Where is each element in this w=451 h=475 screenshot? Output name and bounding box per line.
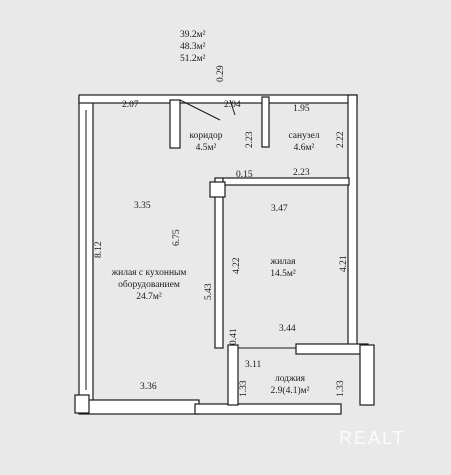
bathroom-wall (261, 96, 270, 148)
bottom-outer-wall (78, 399, 200, 415)
dim-3-47: 3.47 (271, 204, 288, 214)
dim-2-23-bottom: 2.23 (293, 168, 310, 178)
dim-2-22: 2.22 (336, 131, 346, 148)
corner-nib (74, 394, 90, 414)
dim-5-43: 5.43 (204, 283, 214, 300)
loggia-right-wall (359, 344, 375, 406)
room-bedroom-name: жилая (270, 257, 296, 267)
room-corridor-name: коридор (189, 131, 223, 141)
partition-wall (214, 177, 224, 349)
room-bedroom-area: 14.5м² (270, 269, 296, 279)
loggia-bottom-wall (194, 403, 342, 415)
room-loggia-name: лоджия (274, 374, 306, 384)
dim-1-33-left: 1.33 (239, 380, 249, 397)
room-loggia-area: 2.9(4.1)м² (270, 386, 310, 396)
room-kitchen-name-line2: оборудованием (118, 280, 180, 290)
right-outer-wall (347, 94, 358, 346)
dim-3-36: 3.36 (140, 382, 157, 392)
dim-4-21: 4.21 (339, 255, 349, 272)
total-area: 48.3м² (180, 42, 206, 52)
room-corridor-area: 4.5м² (195, 143, 217, 153)
dim-1-95: 1.95 (293, 104, 310, 114)
dim-3-11: 3.11 (245, 360, 262, 370)
total-area-with-loggia: 51.2м² (180, 54, 206, 64)
dim-0-15: 0.15 (236, 170, 253, 180)
loggia-wall-top (295, 343, 369, 355)
door-line (229, 99, 236, 116)
dim-8-12: 8.12 (94, 241, 104, 258)
dim-3-35: 3.35 (134, 201, 151, 211)
room-kitchen-area: 24.7м² (136, 292, 162, 302)
living-area: 39.2м² (180, 30, 206, 40)
loggia-left-wall (227, 344, 239, 406)
realt-watermark: REALT (339, 428, 406, 448)
corridor-line (179, 99, 221, 121)
dim-3-44: 3.44 (279, 324, 296, 334)
room-bathroom-area: 4.6м² (293, 143, 315, 153)
dim-1-33-right: 1.33 (336, 380, 346, 397)
ventilation-shaft (209, 181, 226, 198)
dim-0-41: 0.41 (229, 328, 239, 345)
room-bathroom-name: санузел (288, 131, 320, 141)
dim-4-22: 4.22 (232, 257, 242, 274)
top-outer-wall (78, 94, 358, 104)
dim-2-04: 2.04 (224, 100, 241, 110)
door-box (169, 99, 181, 149)
dim-6-75: 6.75 (172, 229, 182, 246)
room-kitchen-name-line1: жилая с кухонным (111, 268, 187, 278)
dim-2-23-top: 2.23 (245, 131, 255, 148)
dim-2-07: 2.07 (122, 100, 139, 110)
dim-0-29: 0.29 (216, 65, 226, 82)
